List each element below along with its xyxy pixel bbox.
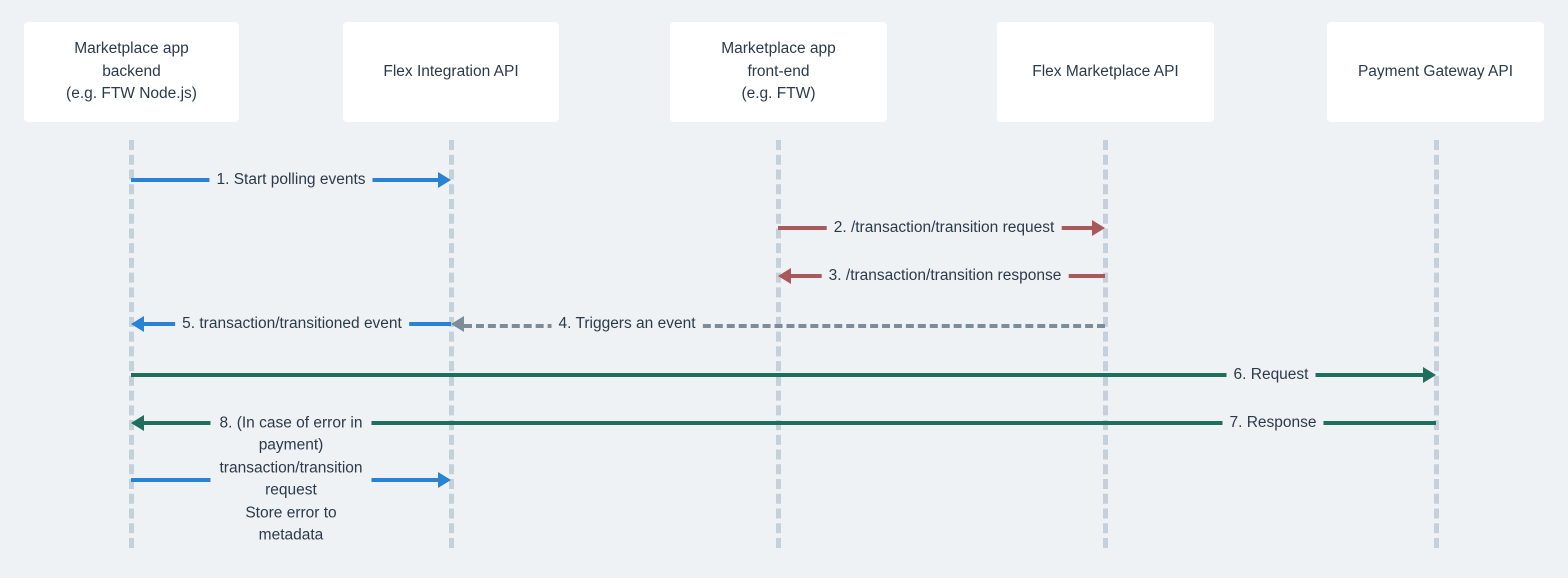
arrowhead-right-icon (1092, 220, 1105, 236)
message-label: 8. (In case of error in payment) transac… (210, 412, 372, 548)
arrowhead-left-icon (778, 268, 791, 284)
message-label: 1. Start polling events (209, 168, 373, 192)
lifeline-marketplace-app-frontend (776, 140, 781, 548)
participant-marketplace-app-frontend: Marketplace app front-end (e.g. FTW) (670, 22, 887, 122)
participant-label: Flex Integration API (383, 62, 519, 80)
participant-label: Marketplace app front-end (e.g. FTW) (721, 40, 836, 103)
message-label: 6. Request (1226, 363, 1316, 387)
message-line (464, 324, 1105, 328)
participant-label: Marketplace app backend (e.g. FTW Node.j… (66, 40, 197, 103)
arrowhead-left-icon (131, 415, 144, 431)
participant-payment-gateway-api: Payment Gateway API (1327, 22, 1544, 122)
message-label: 4. Triggers an event (551, 312, 703, 336)
arrowhead-right-icon (1423, 367, 1436, 383)
message-label: 7. Response (1222, 411, 1324, 435)
arrowhead-right-icon (438, 472, 451, 488)
lifeline-payment-gateway-api (1434, 140, 1439, 548)
arrowhead-left-icon (131, 316, 144, 332)
message-line (131, 373, 1423, 377)
participant-marketplace-app-backend: Marketplace app backend (e.g. FTW Node.j… (24, 22, 239, 122)
lifeline-flex-integration-api (449, 140, 454, 548)
arrowhead-right-icon (438, 172, 451, 188)
message-label: 3. /transaction/transition response (821, 264, 1069, 288)
message-line (144, 421, 1436, 425)
lifeline-flex-marketplace-api (1103, 140, 1108, 548)
message-label: 5. transaction/transitioned event (175, 312, 409, 336)
arrowhead-left-icon (451, 316, 464, 332)
participant-flex-marketplace-api: Flex Marketplace API (997, 22, 1214, 122)
message-label: 2. /transaction/transition request (826, 216, 1062, 240)
participant-label: Payment Gateway API (1357, 62, 1514, 80)
participant-label: Flex Marketplace API (1032, 62, 1179, 80)
participant-flex-integration-api: Flex Integration API (343, 22, 559, 122)
lifeline-marketplace-app-backend (129, 140, 134, 548)
